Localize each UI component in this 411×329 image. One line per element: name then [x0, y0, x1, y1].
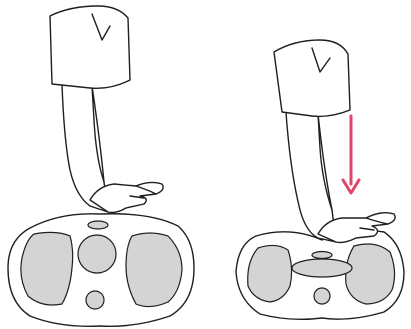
chest-cross-section-normal	[8, 214, 194, 327]
chest-cross-section-compressed	[236, 230, 404, 319]
sternum	[88, 221, 108, 229]
rescuer-arm-left	[50, 6, 163, 213]
spine-compressed	[314, 288, 330, 304]
right-lung-compressed	[346, 244, 395, 304]
panel-during-compression	[236, 40, 404, 319]
right-lung	[126, 233, 182, 307]
heart-compressed	[292, 259, 352, 277]
spine	[86, 291, 104, 309]
panel-before-compression	[8, 6, 194, 326]
sternum-compressed	[312, 252, 332, 259]
compression-arrow	[343, 116, 359, 193]
left-lung	[21, 232, 73, 305]
heart	[78, 235, 116, 273]
shirt-sleeve	[50, 6, 130, 88]
left-lung-compressed	[248, 245, 292, 302]
shirt-sleeve-pressing	[274, 40, 350, 116]
rescuer-arm-right	[274, 40, 395, 243]
